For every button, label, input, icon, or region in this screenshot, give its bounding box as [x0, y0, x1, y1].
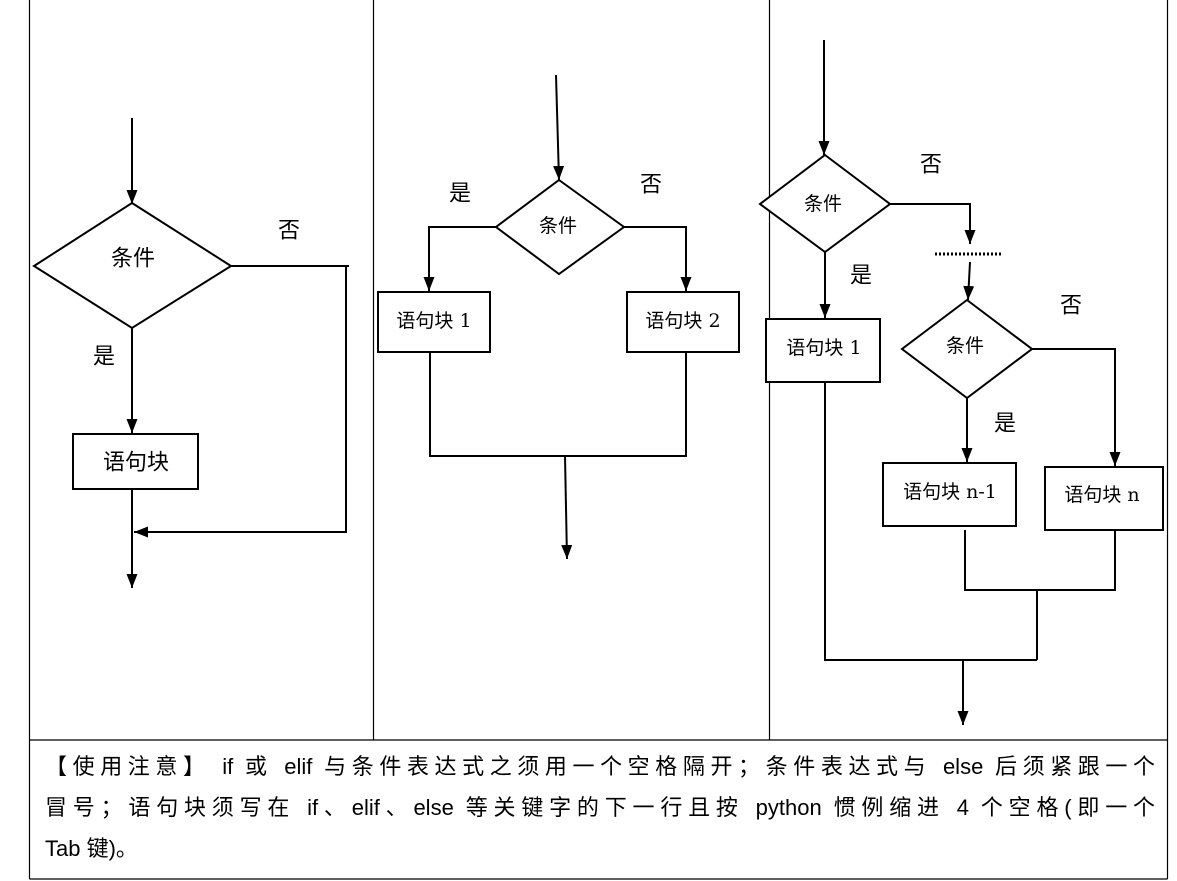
no-1-branch-arrow — [890, 203, 976, 244]
elif-entry-arrow — [963, 261, 975, 301]
statement-block-n-minus-1-label: 语句块 n-1 — [903, 481, 997, 503]
no-branch-arrow — [624, 226, 692, 291]
merge-lines — [429, 352, 687, 457]
no-label: 否 — [278, 219, 300, 244]
statement-block-2-label: 语句块 2 — [645, 310, 720, 332]
condition-diamond — [494, 178, 626, 276]
yes-branch-arrow — [423, 226, 496, 291]
outer-merge-lines — [824, 382, 1037, 661]
statement-block-1-label: 语句块 1 — [786, 337, 861, 359]
panel-if: 条件 否 是 语句块 — [32, 118, 349, 588]
usage-note-line-3: Tab 键)。 — [45, 836, 138, 861]
no-label: 否 — [640, 173, 662, 198]
inner-merge-lines — [964, 530, 1116, 591]
statement-block-n — [1044, 466, 1164, 531]
statement-block-1 — [765, 318, 881, 383]
panel-if-else: 条件 是 否 语句块 1 语句块 2 — [377, 74, 740, 560]
usage-note-line-1: 【使用注意】 if 或 elif 与条件表达式之须用一个空格隔开；条件表达式与 … — [45, 754, 1155, 779]
condition-1-label: 条件 — [804, 193, 842, 215]
condition-2-label: 条件 — [946, 335, 984, 357]
condition-label: 条件 — [539, 215, 577, 237]
entry-arrow — [553, 74, 565, 181]
yes-label: 是 — [93, 345, 115, 370]
exit-arrow — [561, 455, 573, 560]
usage-note-line-2: 冒号；语句块须写在 if、elif、else 等关键字的下一行且按 python… — [45, 795, 1155, 820]
statement-block-label: 语句块 — [103, 450, 169, 475]
no-branch-arrow — [134, 265, 349, 538]
no-2-branch-arrow — [1032, 348, 1121, 466]
statement-block-1 — [377, 291, 491, 353]
yes-label: 是 — [449, 182, 471, 207]
statement-block-n-label: 语句块 n — [1064, 484, 1139, 506]
condition-label: 条件 — [111, 246, 155, 271]
statement-block-1-label: 语句块 1 — [396, 310, 471, 332]
no-2-label: 否 — [1060, 294, 1082, 319]
statement-block — [72, 433, 199, 490]
no-1-label: 否 — [920, 153, 942, 178]
statement-block-2 — [626, 291, 740, 353]
panel-if-elif-else: 条件 否 是 语句块 1 条件 否 是 语句块 n-1 语句块 n — [758, 40, 1164, 725]
yes-1-label: 是 — [850, 264, 872, 289]
usage-note: 【使用注意】 if 或 elif 与条件表达式之须用一个空格隔开；条件表达式与 … — [30, 741, 1167, 879]
statement-block-n-minus-1 — [882, 462, 1017, 527]
yes-2-label: 是 — [994, 412, 1016, 437]
